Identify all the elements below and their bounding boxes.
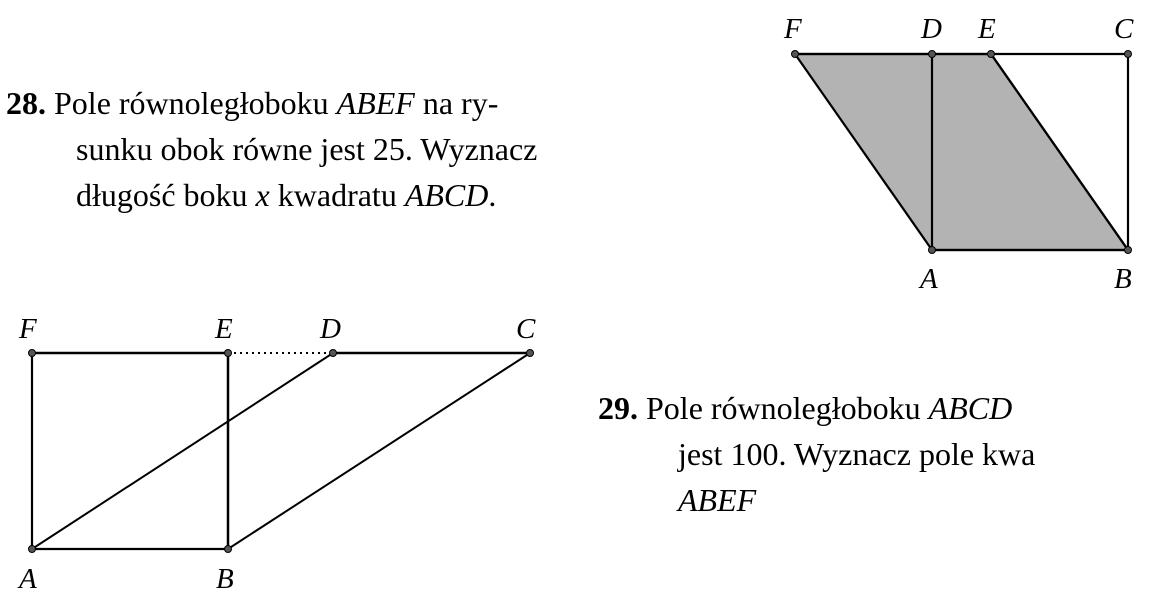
segment-bc bbox=[227, 352, 531, 550]
label-a: A bbox=[918, 263, 938, 295]
problem-text: kwadratu bbox=[269, 177, 405, 213]
shaded-parallelogram-abef bbox=[792, 52, 1131, 252]
point-b bbox=[1124, 246, 1132, 254]
point-a bbox=[928, 246, 936, 254]
segment-ad bbox=[31, 352, 334, 550]
point-d bbox=[928, 50, 936, 58]
label-f: F bbox=[18, 313, 37, 345]
math-variable: x bbox=[255, 177, 270, 213]
point-f bbox=[28, 349, 36, 357]
problem-text: Pole równoległoboku bbox=[54, 85, 337, 121]
problem-text: Pole równoległoboku bbox=[646, 390, 929, 426]
problem-29-line-1: 29. Pole równoległoboku ABCD bbox=[598, 385, 1035, 431]
problem-text: długość boku bbox=[76, 177, 256, 213]
point-f bbox=[791, 50, 799, 58]
label-e: E bbox=[977, 13, 996, 45]
figure-28: F D E C A B bbox=[783, 13, 1134, 295]
point-c bbox=[1124, 50, 1132, 58]
label-b: B bbox=[216, 563, 234, 595]
point-e bbox=[224, 349, 232, 357]
point-c bbox=[526, 349, 534, 357]
problem-29-line-2: jest 100. Wyznacz pole kwa bbox=[678, 436, 1036, 472]
figure-29: F E D C A B bbox=[17, 313, 536, 595]
point-e bbox=[987, 50, 995, 58]
problem-28-line-2: sunku obok równe jest 25. Wyznacz bbox=[76, 131, 538, 167]
label-c: C bbox=[1114, 13, 1134, 45]
label-d: D bbox=[920, 13, 942, 45]
problem-28: 28. Pole równoległoboku ABEF na ry- sunk… bbox=[6, 80, 537, 218]
problem-29: 29. Pole równoległoboku ABCD jest 100. W… bbox=[598, 385, 1035, 523]
label-c: C bbox=[516, 313, 536, 345]
problem-number: 28. bbox=[6, 85, 46, 121]
problem-28-line-1: 28. Pole równoległoboku ABEF na ry- bbox=[6, 80, 537, 126]
point-b bbox=[224, 545, 232, 553]
problem-text: na ry- bbox=[414, 85, 499, 121]
problem-28-line-3: długość boku x kwadratu ABCD. bbox=[6, 172, 537, 218]
math-expression: ABCD bbox=[404, 177, 489, 213]
segment-be bbox=[990, 53, 1129, 251]
label-a: A bbox=[17, 563, 37, 595]
problem-29-line-3: ABEF bbox=[678, 482, 757, 518]
problem-number: 29. bbox=[598, 390, 638, 426]
label-d: D bbox=[319, 313, 341, 345]
problem-text: . bbox=[488, 177, 497, 213]
label-e: E bbox=[214, 313, 233, 345]
point-d bbox=[329, 349, 337, 357]
label-b: B bbox=[1114, 263, 1132, 295]
math-expression: ABEF bbox=[336, 85, 415, 121]
math-expression: ABCD bbox=[928, 390, 1013, 426]
point-a bbox=[28, 545, 36, 553]
label-f: F bbox=[783, 13, 802, 45]
